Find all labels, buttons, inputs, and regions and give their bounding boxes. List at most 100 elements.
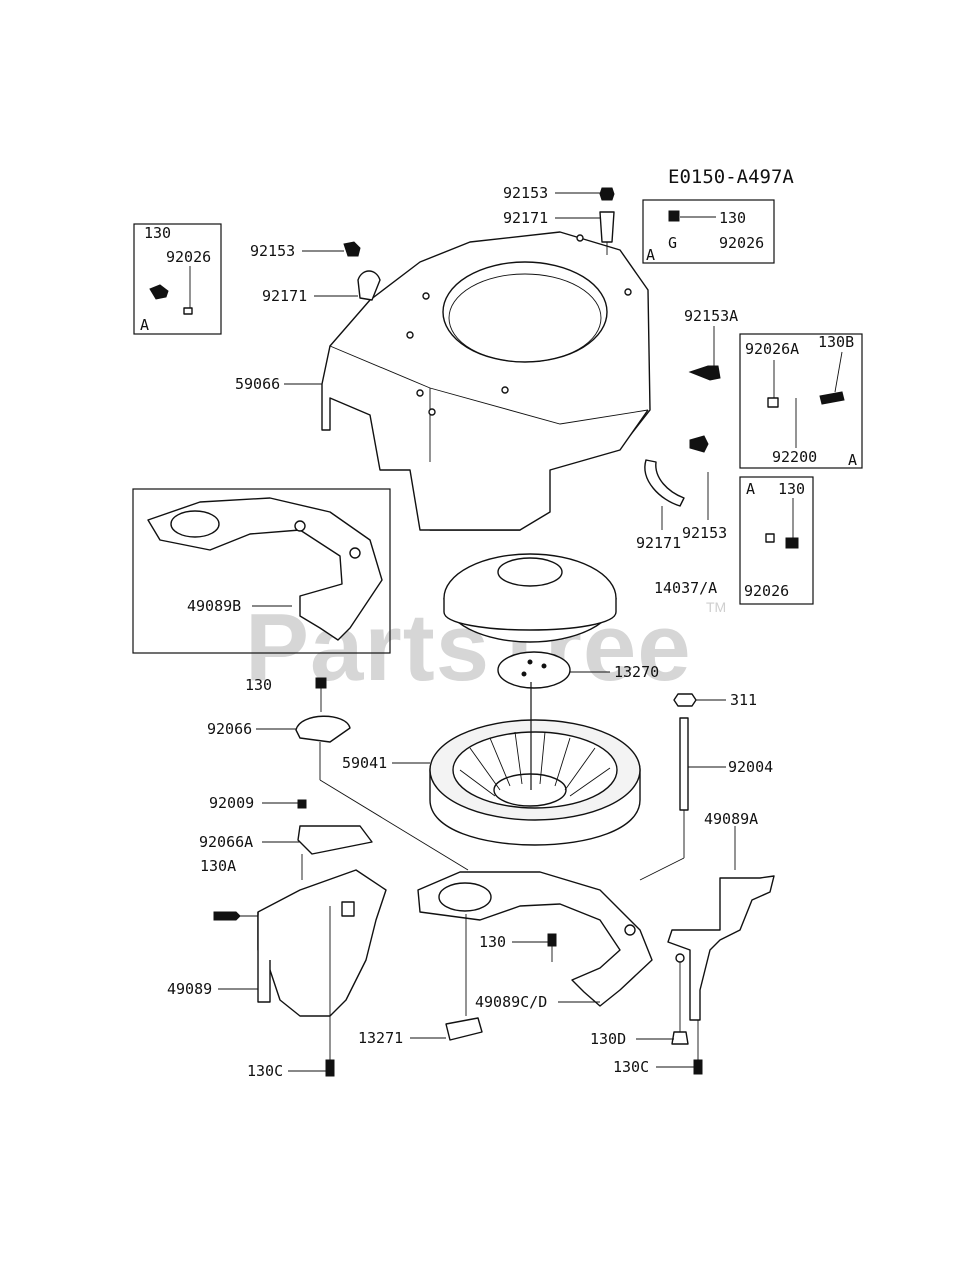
clamp-92171-right-icon xyxy=(644,459,685,507)
plate-13270-hole-1 xyxy=(527,659,533,665)
inset-box-left-frame xyxy=(133,223,222,335)
bolt-130-mid-icon xyxy=(547,933,557,947)
guard-49089-body xyxy=(257,869,387,1017)
callout-92153-left: 92153 xyxy=(250,242,295,260)
callout-59066: 59066 xyxy=(235,375,280,393)
inset-left-washer-icon xyxy=(183,307,193,315)
callout-130c-left: 130C xyxy=(247,1062,283,1080)
inset-right1-part-1: 92026A xyxy=(745,340,799,358)
inset-top-part-2: 92026 xyxy=(719,234,764,252)
inset-right1-bolt-icon xyxy=(819,391,845,405)
housing-hole-4 xyxy=(428,408,436,416)
callout-92153-right: 92153 xyxy=(682,524,727,542)
inset-left-tag: A xyxy=(140,316,149,334)
screw-92153-left-icon xyxy=(343,241,361,257)
callout-130-left: 130 xyxy=(245,676,272,694)
clamp-92171-top-icon xyxy=(599,211,615,243)
callout-92171-top: 92171 xyxy=(503,209,548,227)
screw-92153-top-icon xyxy=(599,187,615,201)
inset-top-bolt-icon xyxy=(668,210,680,222)
plate-92066a-shape xyxy=(297,825,373,855)
inset-box-left: 130 92026 A xyxy=(133,223,222,335)
bolt-130c-left-icon xyxy=(325,1059,335,1077)
callout-92004: 92004 xyxy=(728,758,773,776)
housing-hole-3 xyxy=(416,389,424,397)
blower-housing-skirt xyxy=(321,384,649,531)
bolt-130-icon xyxy=(315,677,327,689)
guard-49089-edge xyxy=(257,912,271,1003)
plate-92066-leader-2 xyxy=(319,779,469,871)
plate-49089b-hole xyxy=(170,510,220,538)
inset-box-top-frame xyxy=(642,199,775,264)
housing-hole-6 xyxy=(624,288,632,296)
baffle-49089cd xyxy=(417,871,653,1041)
rotating-screen xyxy=(443,553,617,643)
inset-right2-part-2: 92026 xyxy=(744,582,789,600)
bolt-130d-icon xyxy=(671,1031,689,1045)
plate-92066 xyxy=(295,677,469,871)
nut-311-icon xyxy=(673,693,697,707)
callout-92153-top: 92153 xyxy=(503,184,548,202)
baffle-49089cd-hole xyxy=(438,882,492,912)
screen-hub xyxy=(497,557,563,587)
housing-hole-5 xyxy=(501,386,509,394)
guard-49089 xyxy=(213,799,387,1077)
screw-92009-icon xyxy=(297,799,307,809)
callout-92009: 92009 xyxy=(209,794,254,812)
bracket-13271-shape xyxy=(445,1017,483,1041)
housing-hole-7 xyxy=(576,234,584,242)
blower-housing-opening-inner xyxy=(448,273,602,363)
plate-13270-hole-3 xyxy=(521,671,527,677)
callout-49089: 49089 xyxy=(167,980,212,998)
callout-130a: 130A xyxy=(200,857,236,875)
callout-59041: 59041 xyxy=(342,754,387,772)
callout-14037a: 14037/A xyxy=(654,579,717,597)
inset-right2-washer-icon xyxy=(765,533,775,543)
inset-right1-tag: A xyxy=(848,451,857,469)
blower-housing xyxy=(321,231,651,531)
top-fasteners xyxy=(343,187,721,507)
callout-49089cd: 49089C/D xyxy=(475,993,547,1011)
callout-13271: 13271 xyxy=(358,1029,403,1047)
housing-hole-2 xyxy=(422,292,430,300)
bolt-130a-icon xyxy=(213,911,241,921)
blower-housing-edge xyxy=(329,345,649,425)
inset-box-right-1-frame xyxy=(739,333,863,469)
callout-92153a: 92153A xyxy=(684,307,738,325)
diagram-code: E0150-A497A xyxy=(668,166,794,188)
screen-rim xyxy=(443,598,617,631)
inset-right1-washer-icon xyxy=(767,397,779,408)
callout-49089b: 49089B xyxy=(187,597,241,615)
guard-49089a-body xyxy=(667,875,775,1021)
inset-box-right-2: A 130 92026 xyxy=(739,476,814,605)
callout-311: 311 xyxy=(730,691,757,709)
guard-49089a-hole xyxy=(675,953,685,963)
plate-13270-hole-2 xyxy=(541,663,547,669)
inset-right1-part-2: 130B xyxy=(818,333,854,351)
leader-lines xyxy=(218,192,736,1072)
plate-49089b-boss-2 xyxy=(349,547,361,559)
callout-130c-right: 130C xyxy=(613,1058,649,1076)
callout-130d: 130D xyxy=(590,1030,626,1048)
baffle-49089cd-boss xyxy=(624,924,636,936)
stud-92004-body xyxy=(679,717,689,811)
inset-left-bolt-icon xyxy=(149,284,169,300)
inset-right2-bolt-icon xyxy=(785,537,799,549)
bolt-92153a-icon xyxy=(688,365,721,381)
inset-right2-part-1: 130 xyxy=(778,480,805,498)
bolt-130c-right-icon xyxy=(693,1059,703,1075)
clamp-92171-left-icon xyxy=(357,270,381,301)
plate-49089b xyxy=(147,497,383,641)
inset-left-part-2: 92026 xyxy=(166,248,211,266)
plate-92066-shape xyxy=(295,715,351,743)
inset-right2-tag: A xyxy=(746,480,755,498)
inset-box-49089b-frame xyxy=(132,488,391,654)
callout-92066: 92066 xyxy=(207,720,252,738)
callout-13270: 13270 xyxy=(614,663,659,681)
screw-92153-right-icon xyxy=(689,435,709,453)
callout-92066a: 92066A xyxy=(199,833,253,851)
inset-box-right-1: 92026A 130B 92200 A xyxy=(739,333,863,469)
inset-top-tag: A xyxy=(646,246,655,264)
inset-top-washer-icon: G xyxy=(668,234,677,252)
callout-130-mid: 130 xyxy=(479,933,506,951)
